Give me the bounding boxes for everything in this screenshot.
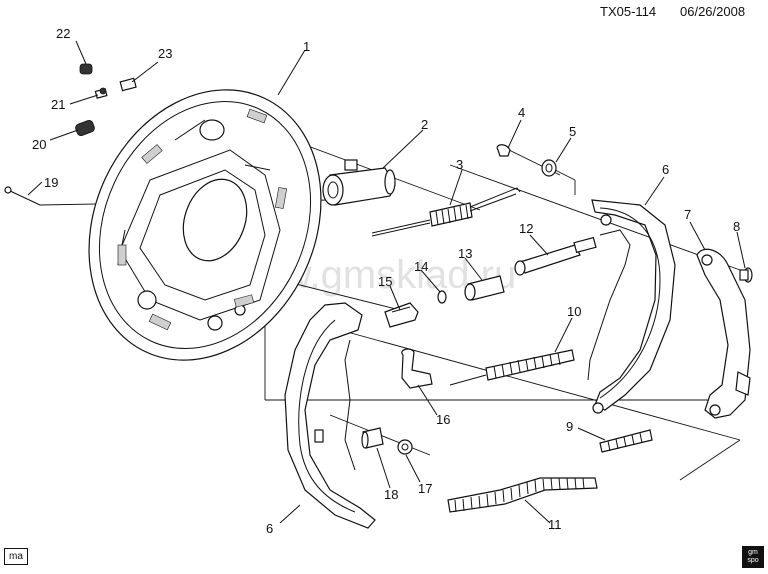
callout-2: 2 [421,117,428,132]
adjuster-nut [384,302,419,328]
callout-22: 22 [56,26,70,41]
callout-12: 12 [519,221,533,236]
parking-brake-lever [696,248,751,419]
gm-logo: gm spo [742,546,764,568]
callout-7: 7 [684,207,691,222]
figure-date: 06/26/2008 [680,4,745,19]
callout-23: 23 [158,46,172,61]
callout-21: 21 [51,97,65,112]
callout-17: 17 [418,481,432,496]
callout-4: 4 [518,105,525,120]
corner-label: ma [4,548,28,565]
callout-11: 11 [548,517,562,532]
callout-9: 9 [566,419,573,434]
callout-18: 18 [384,487,398,502]
callouts: 1 2 3 4 5 6 7 8 9 10 11 12 13 14 15 16 1… [32,26,740,536]
figure-id: TX05-114 [600,4,656,19]
callout-13: 13 [458,246,472,261]
hold-down-nut [397,439,413,455]
washer [541,159,557,177]
leader-lines [27,40,746,524]
adjuster-washer [437,290,447,304]
callout-20: 20 [32,137,46,152]
bleeder-valve [94,87,108,99]
callout-8: 8 [733,219,740,234]
callout-6-lower: 6 [266,521,273,536]
callout-1: 1 [303,39,310,54]
adjuster-socket [464,275,505,301]
wheel-cylinder [322,159,396,206]
lower-spring [449,349,575,386]
callout-15: 15 [378,274,392,289]
callout-3: 3 [456,157,463,172]
upper-return-spring [371,187,521,237]
backing-plate [88,89,322,361]
adjuster-lever [401,348,433,389]
pin [739,267,753,283]
brake-shoe-rear [587,199,676,414]
parking-brake-cable [447,477,598,513]
clip [496,144,511,157]
brake-shoe-front [284,302,376,529]
callout-19: 19 [44,175,58,190]
hold-down-spring [361,427,384,449]
callout-14: 14 [414,259,428,274]
adjuster-screw [514,236,597,276]
bleeder-cap [79,63,93,75]
adjuster-spring [599,429,653,453]
access-plug [75,120,95,136]
callout-5: 5 [569,124,576,139]
callout-6-upper: 6 [662,162,669,177]
hold-down-pin [4,186,41,206]
callout-10: 10 [567,304,581,319]
callout-16: 16 [436,412,450,427]
